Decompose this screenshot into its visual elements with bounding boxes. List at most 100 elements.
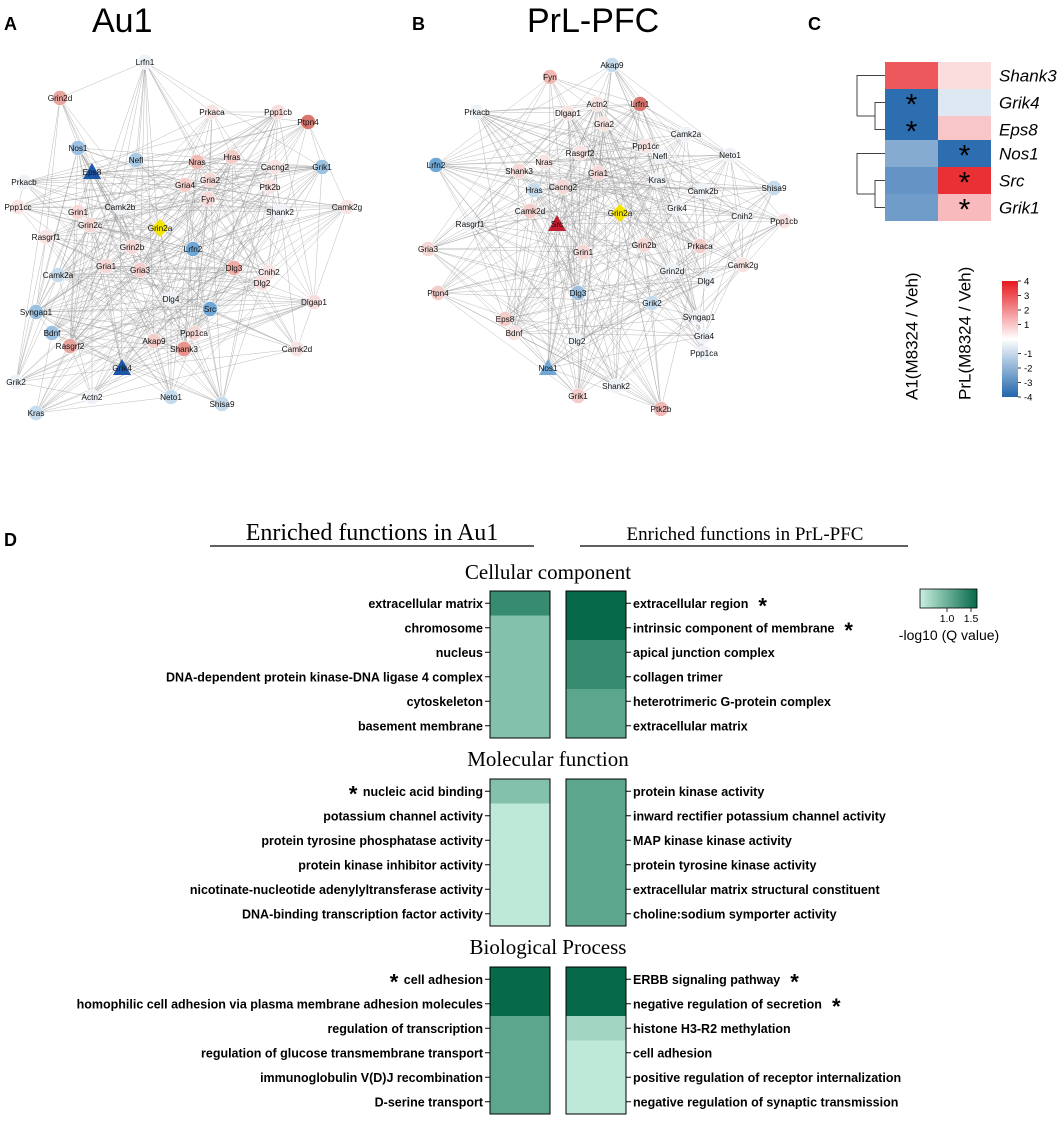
panel-a-title: Au1 xyxy=(92,2,153,40)
go-term-label: choline:sodium symporter activity xyxy=(633,907,837,921)
network-node-actn2: Actn2 xyxy=(82,389,103,405)
node-circle-marker xyxy=(10,199,26,215)
node-label: Ptpn4 xyxy=(297,118,319,127)
network-node-gria3: Gria3 xyxy=(130,262,150,278)
node-circle-marker xyxy=(678,126,694,142)
network-node-dlg3: Dlg3 xyxy=(570,285,587,301)
network-node-lrfn1: Lrfn1 xyxy=(631,96,650,112)
network-node-camk2d: Camk2d xyxy=(515,203,546,219)
network-node-camk2b: Camk2b xyxy=(105,199,136,215)
node-label: Ptk2b xyxy=(651,405,672,414)
node-circle-marker xyxy=(176,341,192,357)
node-triangle-marker xyxy=(548,215,566,231)
colorbar-tick-label: 4 xyxy=(1024,277,1029,288)
network-node-gria1: Gria1 xyxy=(96,258,116,274)
node-label: Src xyxy=(204,305,216,314)
network-node-prkacb: Prkacb xyxy=(464,104,490,120)
node-circle-marker xyxy=(511,163,527,179)
node-label: Shisa9 xyxy=(209,400,234,409)
go-term-label: cytoskeleton xyxy=(407,695,483,709)
node-label: Camk2g xyxy=(728,261,759,270)
go-term-label: basement membrane xyxy=(358,719,483,733)
significance-star: * xyxy=(758,593,767,618)
node-label: Grin2d xyxy=(48,94,73,103)
node-label: Eps8 xyxy=(83,168,102,177)
node-circle-marker xyxy=(177,177,193,193)
panel-c-heatmap: Shank3*Grik4*Eps8*Nos1*Src*Grik1A1(M8324… xyxy=(856,62,1057,404)
go-cell xyxy=(566,591,626,616)
node-circle-marker xyxy=(469,104,485,120)
node-circle-marker xyxy=(289,341,305,357)
network-node-camk2d: Camk2d xyxy=(282,341,313,357)
node-circle-marker xyxy=(560,105,576,121)
node-label: Grin2b xyxy=(120,243,145,252)
network-node-nras: Nras xyxy=(535,154,553,170)
network-node-ptk2b: Ptk2b xyxy=(651,401,672,417)
node-label: Grik2 xyxy=(642,299,662,308)
node-label: Camk2a xyxy=(671,130,702,139)
node-label: Actn2 xyxy=(587,100,608,109)
node-circle-marker xyxy=(766,180,782,196)
go-block-border xyxy=(489,966,551,1115)
heatmap-row-label: Nos1 xyxy=(999,145,1039,164)
heatmap-cell xyxy=(938,89,991,116)
node-label: Neto1 xyxy=(160,393,182,402)
node-circle-marker xyxy=(696,345,712,361)
node-label: Grik4 xyxy=(112,364,132,373)
network-node-ptpn4: Ptpn4 xyxy=(427,285,449,301)
node-label: Camk2b xyxy=(688,187,719,196)
dendrogram xyxy=(856,75,885,130)
node-circle-marker xyxy=(420,241,436,257)
network-node-eps8: Eps8 xyxy=(496,311,515,327)
node-label: Prkacb xyxy=(464,108,490,117)
node-label: Dlg3 xyxy=(226,264,243,273)
heatmap-row-label: Shank3 xyxy=(999,67,1057,86)
go-term-label: chromosome xyxy=(405,621,484,635)
node-label: Rasgrf1 xyxy=(32,233,61,242)
node-label: Gria3 xyxy=(418,245,438,254)
network-node-dlgap1: Dlgap1 xyxy=(301,294,327,310)
node-circle-marker xyxy=(52,90,68,106)
go-cell xyxy=(490,1040,550,1065)
network-node-grin2b: Grin2b xyxy=(632,237,657,253)
significance-star: * xyxy=(790,969,799,994)
significance-star: * xyxy=(844,618,853,643)
go-cell xyxy=(566,901,626,926)
go-term-label: potassium channel activity xyxy=(323,809,483,823)
network-node-prkaca: Prkaca xyxy=(199,104,225,120)
heatmap-cell xyxy=(938,167,991,194)
node-label: Grin1 xyxy=(573,248,593,257)
node-circle-marker xyxy=(204,104,220,120)
go-block-border xyxy=(489,778,551,927)
node-label: Prkaca xyxy=(199,108,225,117)
go-cell xyxy=(566,852,626,877)
go-term-label: nucleic acid binding xyxy=(363,785,483,799)
network-node-rasgrf2: Rasgrf2 xyxy=(566,145,595,161)
heatmap-row-label: Src xyxy=(999,172,1025,191)
node-label: Camk2d xyxy=(515,207,546,216)
network-node-akap9: Akap9 xyxy=(600,57,624,73)
node-label: Shank2 xyxy=(266,208,294,217)
node-circle-marker xyxy=(542,69,558,85)
network-node-ppp1cb: Ppp1cb xyxy=(264,104,292,120)
node-circle-marker xyxy=(644,295,660,311)
network-node-fyn: Fyn xyxy=(200,191,216,207)
network-node-kras: Kras xyxy=(649,172,665,188)
node-label: Dlgap1 xyxy=(301,298,327,307)
go-term-label: apical junction complex xyxy=(633,646,775,660)
go-term-label: DNA-dependent protein kinase-DNA ligase … xyxy=(166,670,483,684)
node-label: Shank3 xyxy=(505,167,533,176)
network-node-eps8: Eps8 xyxy=(83,163,102,179)
node-circle-marker xyxy=(692,238,708,254)
node-label: Src xyxy=(551,220,563,229)
category-title: Molecular function xyxy=(467,747,629,771)
node-circle-marker xyxy=(8,374,24,390)
network-node-grin2d: Grin2d xyxy=(48,90,73,106)
node-label: Hras xyxy=(223,153,240,162)
node-circle-marker xyxy=(254,275,270,291)
node-circle-marker xyxy=(462,216,478,232)
panel-a-letter: A xyxy=(4,14,17,34)
node-label: Gria3 xyxy=(130,266,150,275)
